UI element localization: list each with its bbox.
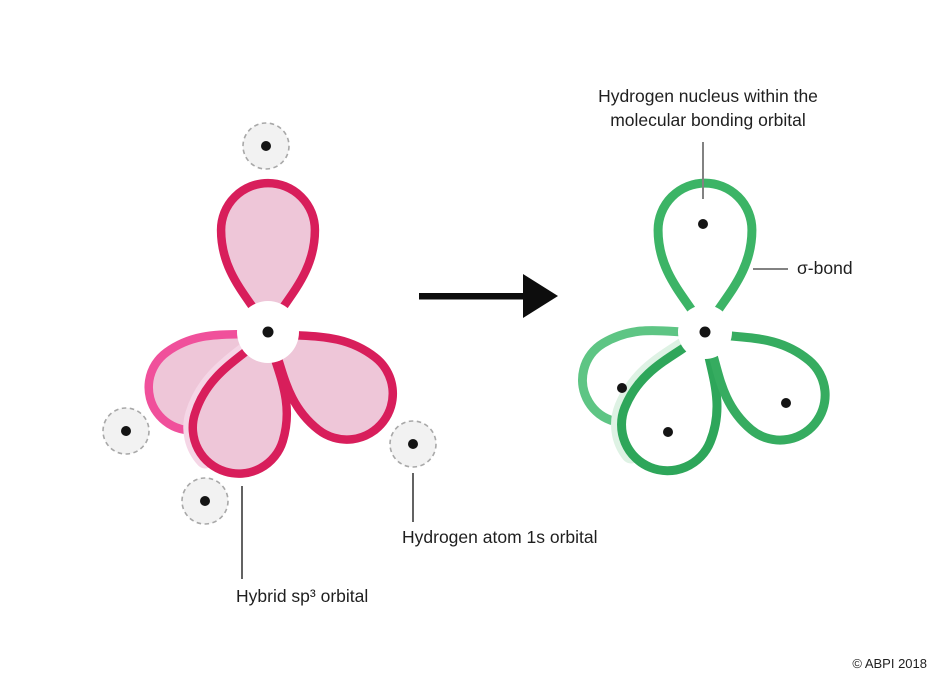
- copyright-text: © ABPI 2018: [852, 656, 927, 671]
- molecular-bonding-orbitals: [567, 183, 844, 485]
- hydrogen-nucleus-dot: [121, 426, 131, 436]
- hydrogen-nucleus-in-orbital-dot: [781, 398, 791, 408]
- carbon-nucleus-dot: [262, 326, 274, 338]
- hydrogen-1s-orbital-right: [389, 420, 437, 468]
- hydrogen-1s-orbital-label: Hydrogen atom 1s orbital: [402, 527, 598, 547]
- hydrogen-nucleus-label-line2: molecular bonding orbital: [610, 109, 806, 130]
- carbon-nucleus-dot: [699, 326, 711, 338]
- hydrogen-nucleus-in-orbital-dot: [698, 219, 708, 229]
- hydrogen-nucleus-in-orbital-dot: [663, 427, 673, 437]
- hydrogen-nucleus-dot: [408, 439, 418, 449]
- hydrogen-1s-orbital-top: [242, 122, 290, 170]
- hydrogen-1s-orbital-bottom: [181, 477, 229, 525]
- sigma-bond-label: σ-bond: [797, 258, 853, 278]
- hydrogen-nucleus-dot: [200, 496, 210, 506]
- hydrogen-nucleus-dot: [261, 141, 271, 151]
- hydrogen-nucleus-label-line1: Hydrogen nucleus within the: [598, 86, 818, 106]
- hydrogen-nucleus-label: Hydrogen nucleus within the molecular bo…: [558, 85, 858, 132]
- arrow-right-icon: [419, 274, 558, 318]
- sp3-hybrid-orbital: [132, 183, 412, 485]
- hydrogen-nucleus-in-orbital-dot: [617, 383, 627, 393]
- hybrid-sp3-orbital-label: Hybrid sp³ orbital: [236, 586, 369, 606]
- hydrogen-1s-orbital-left: [102, 407, 150, 455]
